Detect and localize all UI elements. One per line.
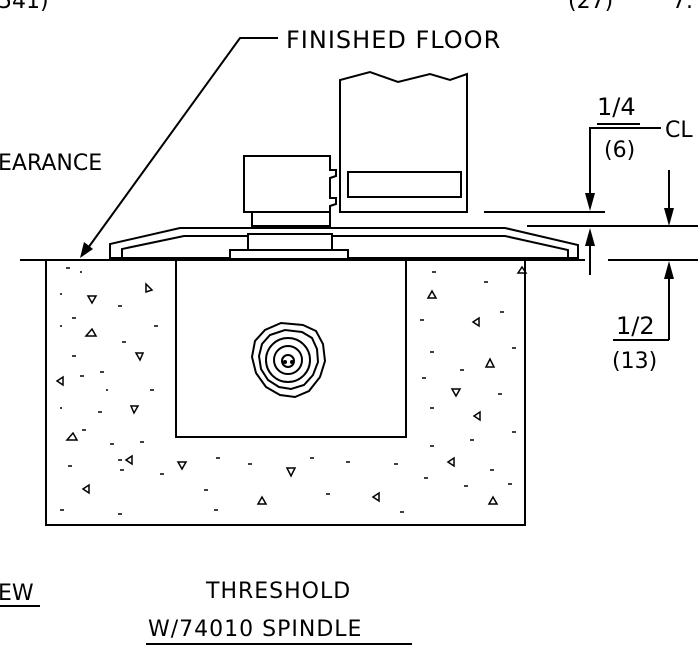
finished-floor-label: FINISHED FLOOR [286,26,501,54]
top-left-partial-label: 541) [0,0,49,14]
threshold-plate [109,227,579,259]
title-line-2: W/74010 SPINDLE [148,617,362,642]
finished-floor-leader [80,37,278,258]
dimension-lines [484,127,698,341]
concrete-dashes [60,267,516,515]
spindle-body [229,155,349,260]
dim-top-suffix: CL [665,118,693,143]
dim-top-fraction: 1/4 [597,93,636,121]
spindle-end-view [250,321,327,399]
dim-bottom-fraction: 1/2 [616,312,655,340]
recess-box [175,259,407,438]
view-partial-label: EW [0,581,34,606]
clearance-partial-label: EARANCE [0,151,102,176]
top-right-partial-label-2: 7. [672,0,693,14]
concrete-slab [45,260,528,526]
title-line-1: THRESHOLD [205,579,351,604]
door-section [339,70,468,213]
concrete-aggregate [55,265,528,505]
dim-bottom-mm: (13) [612,349,657,374]
top-right-partial-label: (27) [568,0,613,14]
dim-top-mm: (6) [604,138,635,163]
